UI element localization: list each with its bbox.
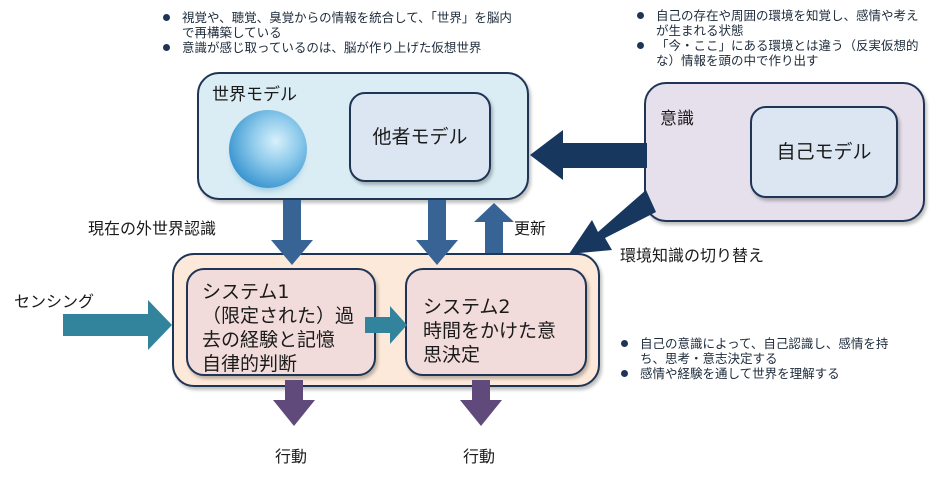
system2-line: 時間をかけた意 (423, 320, 557, 342)
action1-label: 行動 (275, 447, 308, 466)
arrow-action2 (460, 380, 502, 426)
other-model-box: 他者モデル (349, 92, 491, 182)
note-item: 意識が感じ取っているのは、脳が作り上げた仮想世界 (160, 40, 520, 55)
sensing-label: センシング (14, 292, 95, 311)
self-model-box: 自己モデル (750, 106, 898, 198)
env-switch-label: 環境知識の切り替え (620, 246, 765, 265)
arrow-down-world-to-system2 (416, 200, 458, 265)
action2-label: 行動 (463, 447, 496, 466)
world-model-box: 世界モデル 他者モデル (197, 72, 529, 200)
system-notes: 自己の意識によって、自己認識し、感情を持ち、思考・意志決定する 感情や経験を通し… (618, 336, 898, 381)
arrow-down-world-to-system1 (271, 200, 313, 265)
arrow-up-update (474, 203, 514, 253)
systems-box: システム1 （限定された）過 去の経験と記憶 自律的判断 システム2 時間をかけ… (172, 253, 600, 387)
system1-line: システム1 (202, 281, 290, 303)
system2-line: 思決定 (423, 344, 481, 366)
note-item: 感情や経験を通して世界を理解する (618, 366, 898, 381)
arrow-left-consciousness-to-world (530, 130, 647, 180)
note-item: 視覚や、聴覚、臭覚からの情報を統合して、「世界」を脳内で再構築している (160, 10, 520, 40)
system1-line: 自律的判断 (202, 353, 298, 375)
system1-line: （限定された）過 (202, 305, 355, 327)
arrow-sensing (63, 300, 172, 350)
note-item: 自己の意識によって、自己認識し、感情を持ち、思考・意志決定する (618, 336, 898, 366)
system2-box: システム2 時間をかけた意 思決定 (405, 268, 587, 376)
world-model-notes: 視覚や、聴覚、臭覚からの情報を統合して、「世界」を脳内で再構築している 意識が感… (160, 10, 520, 55)
update-label: 更新 (514, 219, 547, 238)
arrow-diagonal-env-switch (569, 190, 656, 254)
self-model-label: 自己モデル (776, 141, 872, 163)
system1-line: 去の経験と記憶 (202, 329, 336, 351)
world-model-title: 世界モデル (212, 85, 297, 105)
note-item: 自己の存在や周囲の環境を知覚し、感情や考えが生まれる状態 (634, 8, 924, 38)
current-recognition-label: 現在の外世界認識 (88, 219, 217, 238)
arrow-action1 (273, 380, 315, 426)
consciousness-notes: 自己の存在や周囲の環境を知覚し、感情や考えが生まれる状態 「今・ここ」にある環境… (634, 8, 924, 68)
system2-line: システム2 (423, 296, 511, 318)
note-item: 「今・ここ」にある環境とは違う（反実仮想的な）情報を頭の中で作り出す (634, 38, 924, 68)
arrow-system1-to-system2 (365, 306, 407, 344)
globe-icon (229, 110, 307, 188)
system1-box: システム1 （限定された）過 去の経験と記憶 自律的判断 (186, 268, 376, 376)
consciousness-title: 意識 (660, 109, 694, 129)
other-model-label: 他者モデル (372, 126, 468, 148)
